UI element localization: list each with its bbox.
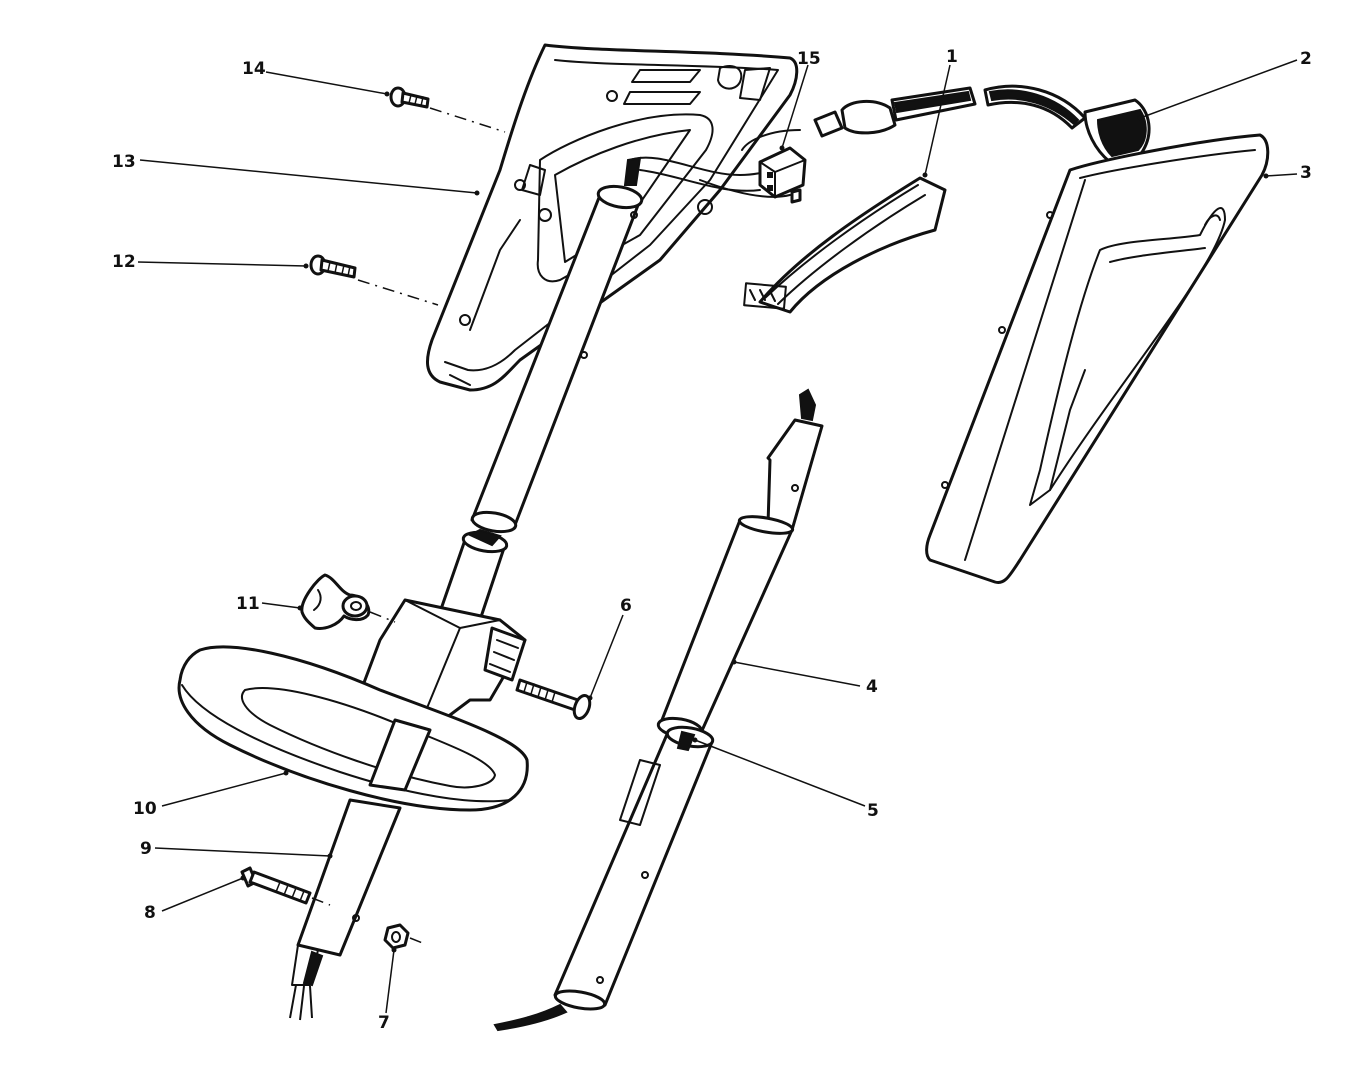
callout-10: 10 (133, 799, 157, 819)
callout-13: 13 (112, 152, 136, 172)
callout-3: 3 (1300, 163, 1312, 183)
front-grip-handle (177, 645, 529, 812)
callout-4: 4 (866, 677, 878, 697)
bolt-8 (240, 866, 312, 905)
lower-tube-upper-section (656, 388, 824, 740)
nut-7 (383, 923, 410, 950)
handle-housing-right (925, 133, 1270, 585)
callout-numbers: 1 2 3 4 5 6 7 8 9 10 11 12 13 14 15 (112, 47, 1312, 1033)
clamp-knob (300, 573, 371, 630)
callout-14: 14 (242, 59, 266, 79)
upper-handle-tube (470, 156, 644, 534)
bolt-6 (515, 678, 592, 721)
screw-14 (389, 86, 430, 109)
switch (741, 129, 807, 204)
bracket (743, 176, 947, 314)
callout-5: 5 (867, 801, 879, 821)
screw-12 (309, 254, 357, 279)
callout-7: 7 (378, 1013, 390, 1033)
callout-9: 9 (140, 839, 152, 859)
callout-11: 11 (236, 594, 260, 614)
callout-12: 12 (112, 252, 136, 272)
callout-2: 2 (1300, 49, 1312, 69)
lower-tube-lower-section (493, 725, 715, 1032)
callout-1: 1 (946, 47, 958, 67)
callout-8: 8 (144, 903, 156, 923)
callout-15: 15 (797, 49, 821, 69)
callout-6: 6 (620, 596, 632, 616)
leader-lines (137, 59, 1298, 1014)
lower-shaft (289, 718, 432, 1021)
power-cord (813, 84, 1151, 164)
